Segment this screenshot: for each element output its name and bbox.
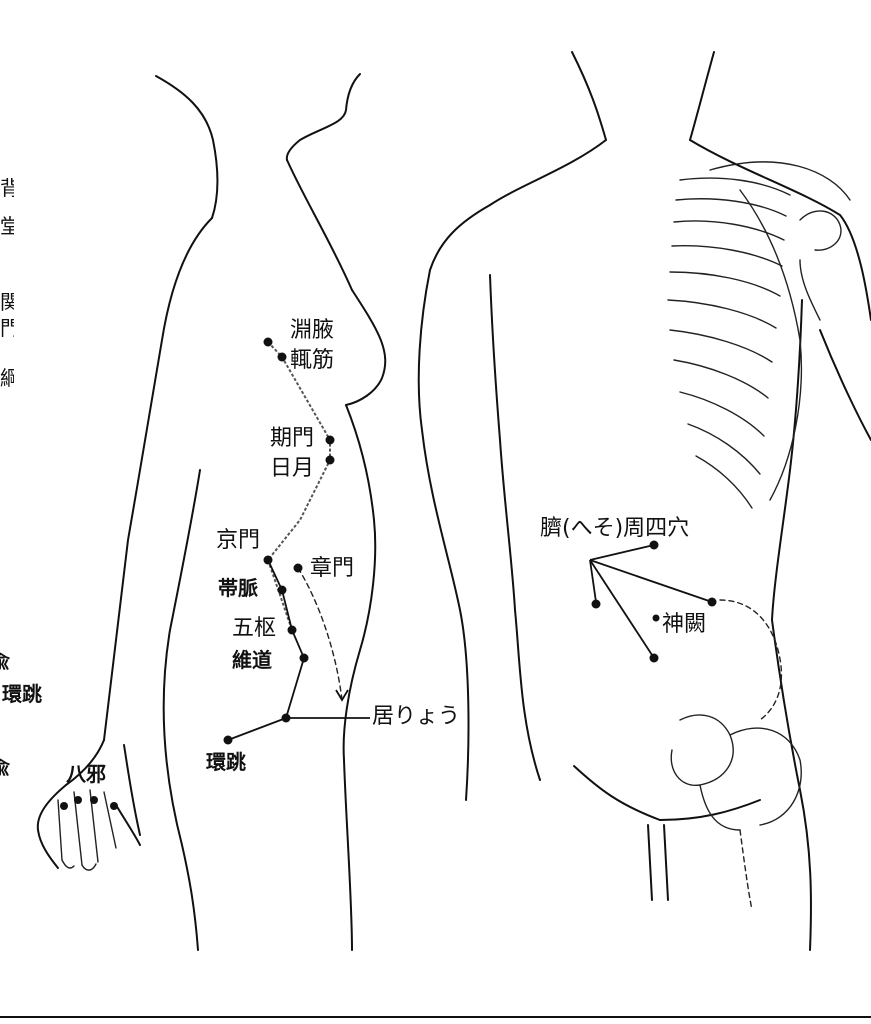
hachija-point-2 bbox=[74, 796, 82, 804]
kyoryo-point bbox=[281, 713, 291, 723]
label-cut-yu-2: 兪 bbox=[0, 758, 10, 779]
label-seisyu: 臍(へそ)周四穴 bbox=[540, 516, 690, 541]
gosu-point bbox=[287, 625, 297, 635]
label-cut-hai: 背 bbox=[0, 178, 14, 198]
kantyo-point bbox=[223, 735, 233, 745]
chokin-point bbox=[277, 352, 287, 362]
hachija-point-1 bbox=[60, 802, 68, 810]
label-idou: 維道 bbox=[232, 648, 272, 672]
label-keimon: 京門 bbox=[216, 528, 261, 553]
ribcage-icon bbox=[667, 161, 851, 509]
navel-point-left bbox=[591, 599, 601, 609]
keimon-point bbox=[263, 555, 273, 565]
navel-point-bottom bbox=[649, 653, 659, 663]
side-acupoints bbox=[60, 337, 335, 810]
label-cut-ko: 綱 bbox=[0, 368, 14, 388]
navel-points bbox=[589, 540, 717, 663]
navel-point-top bbox=[649, 540, 659, 550]
label-jitsugetsu: 日月 bbox=[270, 456, 315, 481]
label-hachija: 八邪 bbox=[66, 762, 106, 786]
navel-point-right bbox=[707, 597, 717, 607]
label-chokin: 輒筋 bbox=[290, 348, 335, 373]
label-cut-sho: 堂 bbox=[0, 216, 14, 236]
label-shinketsu: 神闕 bbox=[662, 612, 707, 637]
label-cut-mon: 門 bbox=[0, 318, 14, 338]
hachija-point-3 bbox=[90, 796, 98, 804]
kimon-point bbox=[325, 435, 335, 445]
label-kyoryo: 居りょう bbox=[372, 704, 461, 729]
label-cut-kan: 関 bbox=[0, 292, 14, 312]
label-kimon: 期門 bbox=[270, 426, 315, 451]
shomon-point bbox=[293, 563, 303, 573]
label-gosu: 五枢 bbox=[232, 616, 277, 641]
idou-point bbox=[299, 653, 309, 663]
label-shomon: 章門 bbox=[310, 556, 355, 581]
pelvis-icon bbox=[670, 599, 802, 911]
jitsugetsu-point bbox=[325, 455, 335, 465]
shinketsu-point bbox=[652, 614, 660, 622]
label-eneki: 淵腋 bbox=[290, 318, 335, 343]
label-cut-kantyo: 環跳 bbox=[2, 682, 42, 706]
label-kantyo: 環跳 bbox=[206, 750, 246, 774]
taimyaku-point bbox=[277, 585, 287, 595]
label-cut-yu-1: 兪 bbox=[0, 652, 10, 673]
side-body-outline bbox=[36, 73, 387, 951]
hachija-point-4 bbox=[110, 802, 118, 810]
eneki-point bbox=[263, 337, 273, 347]
label-taimyaku: 帯脈 bbox=[218, 576, 258, 600]
front-body-outline bbox=[417, 51, 871, 951]
